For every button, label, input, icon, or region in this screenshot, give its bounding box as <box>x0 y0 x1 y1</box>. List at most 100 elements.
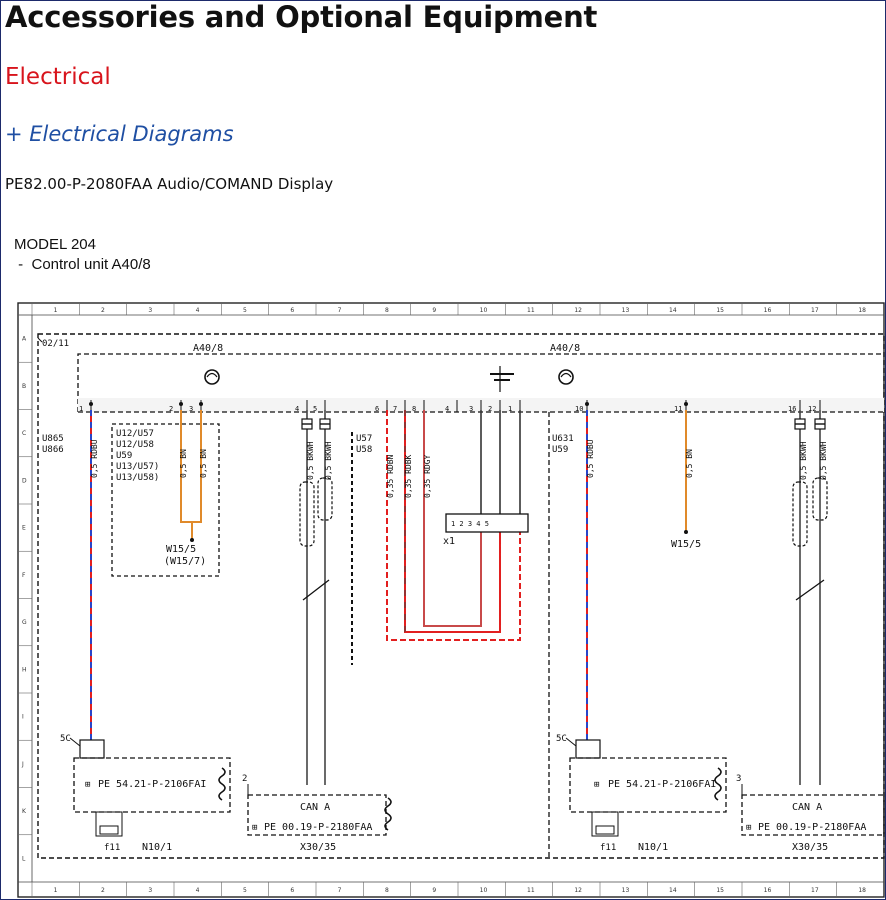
ruler-col-10: 10 <box>480 307 488 314</box>
ruler-row-J: J <box>21 761 24 768</box>
pin-7: 8 <box>412 405 416 413</box>
pin-11: 1 <box>508 405 512 413</box>
ruler-row-F: F <box>22 572 26 579</box>
ground-label-left: W15/5 <box>166 544 196 555</box>
module-outline <box>37 333 885 859</box>
svg-text:⊞: ⊞ <box>252 823 257 833</box>
pin-dot-1 <box>179 402 183 406</box>
model-label: MODEL 204 <box>14 236 96 253</box>
ruler-row-H: H <box>22 666 27 673</box>
can-box-left: 2 CAN A PE 00.19-P-2180FAA ⊞ X30/35 <box>242 774 392 853</box>
ruler-col-bottom-2: 2 <box>101 887 105 894</box>
ruler-col-bottom-9: 9 <box>432 887 436 894</box>
svg-text:⊞: ⊞ <box>85 780 90 790</box>
signal-symbol-left <box>204 369 220 385</box>
pin-14: 16 <box>788 405 796 413</box>
ruler-col-7: 7 <box>338 307 342 314</box>
wire-label-11: 0,5 BKWH <box>819 441 828 480</box>
ruler-row-L: L <box>22 855 26 862</box>
twist-markers <box>302 579 825 601</box>
option-box <box>111 423 220 577</box>
ruler-col-bottom-8: 8 <box>385 887 389 894</box>
ruler-row-D: D <box>22 477 27 484</box>
wire-label-3: 0,5 BKWH <box>306 441 315 480</box>
ruler-row-A: A <box>22 336 27 343</box>
wire-label-7: 0,35 RDGY <box>423 454 432 498</box>
n10-label-left: N10/1 <box>142 842 172 853</box>
ruler-col-bottom-17: 17 <box>811 887 819 894</box>
svg-text:3: 3 <box>736 774 741 784</box>
ruler-row-C: C <box>22 430 26 437</box>
svg-text:5C: 5C <box>556 734 567 744</box>
ruler-col-9: 9 <box>432 307 436 314</box>
ruler-col-bottom-3: 3 <box>148 887 152 894</box>
ruler-row-G: G <box>22 619 27 626</box>
ruler-col-5: 5 <box>243 307 247 314</box>
ruler-col-bottom-10: 10 <box>480 887 488 894</box>
control-unit-housing <box>77 353 884 412</box>
control-unit-label: - Control unit A40/8 <box>14 256 151 273</box>
antenna-symbol <box>490 366 514 392</box>
unit-label-left: A40/8 <box>193 343 223 354</box>
shield-sleeves <box>299 477 828 547</box>
pe-fuse-ref-left: PE 54.21-P-2106FAI <box>98 779 206 790</box>
ruler-col-bottom-5: 5 <box>243 887 247 894</box>
page-title: Accessories and Optional Equipment <box>5 0 598 34</box>
pin-dot-0 <box>89 402 93 406</box>
ruler-col-17: 17 <box>811 307 819 314</box>
pe-can-ref-left: PE 00.19-P-2180FAA <box>264 822 372 833</box>
ruler-col-15: 15 <box>716 307 724 314</box>
pin-0: 1 <box>79 405 83 413</box>
can-label-right: CAN A <box>792 802 822 813</box>
signal-symbol-right <box>558 369 574 385</box>
date-code: 02/11 <box>42 339 69 349</box>
ground-label-right: W15/5 <box>671 539 701 550</box>
ruler-col-bottom-12: 12 <box>574 887 582 894</box>
x30-label-right: X30/35 <box>792 842 828 853</box>
wire-label-10: 0,5 BKWH <box>799 441 808 480</box>
wire-label-5: 0,35 RDBN <box>386 454 395 498</box>
can-box-right: 3 CAN A PE 00.19-P-2180FAA ⊞ X30/35 <box>736 774 885 853</box>
section-heading: Electrical <box>5 64 111 90</box>
pin-2: 3 <box>189 405 193 413</box>
fuse-module-right: 5C PE 54.21-P-2106FAI ⊞ f11 N10/1 <box>556 734 727 853</box>
ruler-col-3: 3 <box>148 307 152 314</box>
f1-label-left: f11 <box>104 843 120 853</box>
diagram-border <box>17 302 885 898</box>
ruler-col-1: 1 <box>54 307 58 314</box>
svg-text:2: 2 <box>242 774 247 784</box>
pin-dot-4 <box>684 402 688 406</box>
ruler-col-4: 4 <box>196 307 200 314</box>
pin-5: 6 <box>375 405 379 413</box>
splice-points <box>89 402 826 430</box>
wire-label-0: 0,5 RDBU <box>90 439 99 478</box>
wire-label-6: 0,35 RDBK <box>404 454 413 498</box>
ruler-col-16: 16 <box>764 307 772 314</box>
ruler-row-K: K <box>22 808 27 815</box>
pin-1: 2 <box>169 405 173 413</box>
ground-label-left-alt: (W15/7) <box>164 556 206 567</box>
unit-label-right: A40/8 <box>550 343 580 354</box>
electrical-diagrams-link[interactable]: + Electrical Diagrams <box>5 122 234 146</box>
wire-label-9: 0,5 BN <box>685 449 694 478</box>
wire-label-2: 0,5 BN <box>199 449 208 478</box>
wire-labels: 0,5 RDBU 0,5 BN 0,5 BN 0,5 BKWH 0,5 BKWH 0,35… <box>90 439 828 498</box>
ruler-col-12: 12 <box>574 307 582 314</box>
pin-13: 11 <box>674 405 682 413</box>
wire-label-1: 0,5 BN <box>179 449 188 478</box>
ruler-col-bottom-13: 13 <box>622 887 630 894</box>
ruler-col-18: 18 <box>858 307 866 314</box>
ruler-col-bottom-4: 4 <box>196 887 200 894</box>
pin-9: 3 <box>469 405 473 413</box>
ruler-col-bottom-18: 18 <box>858 887 866 894</box>
wire-label-4: 0,5 BKWH <box>324 441 333 480</box>
pin-6: 7 <box>393 405 397 413</box>
pin-12: 10 <box>575 405 583 413</box>
